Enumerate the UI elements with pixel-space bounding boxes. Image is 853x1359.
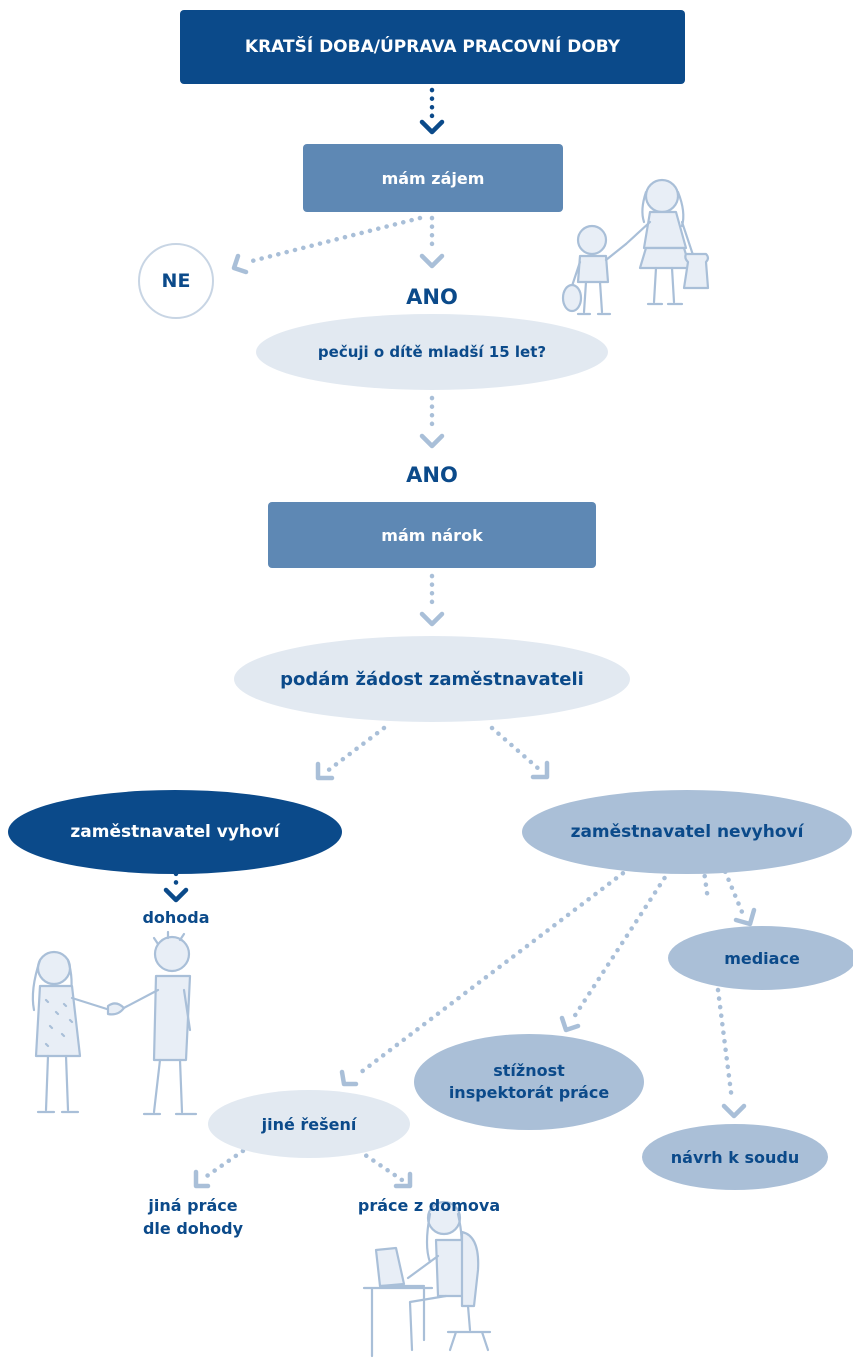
request-label: podám žádost zaměstnavateli: [280, 668, 584, 690]
arrowhead: [733, 907, 757, 927]
ne-circle: NE: [138, 243, 214, 319]
arrowhead: [163, 887, 189, 903]
interest-label: mám zájem: [381, 168, 485, 188]
ne-label: NE: [161, 270, 191, 292]
complaint-label-line1: stížnost: [493, 1061, 565, 1081]
child-question-label: pečuji o dítě mladší 15 let?: [317, 343, 547, 361]
other-work-label: jiná práce dle dohody: [118, 1194, 268, 1240]
entitlement-box: mám nárok: [268, 502, 596, 568]
arrow-request-to-refuses: [489, 725, 543, 773]
employer-complies-ellipse: zaměstnavatel vyhoví: [8, 790, 342, 874]
arrowhead: [419, 433, 445, 449]
title-label: KRATŠÍ DOBA/ÚPRAVA PRACOVNÍ DOBY: [244, 37, 621, 57]
entitlement-label: mám nárok: [381, 525, 483, 545]
mediation-label: mediace: [724, 948, 800, 968]
arrowhead: [193, 1169, 211, 1189]
arrow-interest-to-ne: [245, 215, 423, 265]
arrowhead: [530, 760, 550, 780]
arrowhead: [315, 761, 335, 781]
mediation-ellipse: mediace: [668, 926, 853, 990]
request-ellipse: podám žádost zaměstnavateli: [234, 636, 630, 722]
arrow-mediation-to-court: [715, 987, 735, 1103]
arrowhead: [339, 1069, 359, 1087]
court-proposal-ellipse: návrh k soudu: [642, 1124, 828, 1190]
other-work-line2: dle dohody: [142, 1219, 244, 1239]
arrow-other-to-work: [201, 1143, 253, 1181]
interest-box: mám zájem: [303, 144, 563, 212]
arrow-request-to-complies: [323, 725, 387, 775]
employer-complies-label: zaměstnavatel vyhoví: [70, 822, 280, 842]
woman-at-laptop-sketch: [362, 1200, 492, 1358]
arrowhead: [419, 611, 445, 627]
handshake-sketch: [31, 930, 198, 1116]
arrowhead: [419, 119, 445, 135]
other-solution-ellipse: jiné řešení: [208, 1090, 410, 1158]
mother-and-child-sketch: [561, 178, 710, 316]
arrowhead: [559, 1015, 581, 1033]
complaint-ellipse: stížnost inspektorát práce: [414, 1034, 644, 1130]
arrowhead: [231, 253, 249, 275]
agreement-label: dohoda: [142, 908, 210, 927]
home-work-label: práce z domova: [357, 1196, 501, 1215]
employer-refuses-label: zaměstnavatel nevyhoví: [570, 822, 804, 842]
court-proposal-label: návrh k soudu: [670, 1147, 800, 1167]
arrowhead: [721, 1103, 747, 1119]
ano-label-2: ANO: [406, 463, 458, 487]
employer-refuses-ellipse: zaměstnavatel nevyhoví: [522, 790, 852, 874]
other-work-line1: jiná práce: [148, 1196, 238, 1215]
ano-label-1: ANO: [406, 285, 458, 309]
arrowhead: [419, 253, 445, 269]
arrowhead: [393, 1171, 413, 1189]
complaint-label-line2: inspektorát práce: [448, 1083, 610, 1102]
child-question-ellipse: pečuji o dítě mladší 15 let?: [256, 314, 608, 390]
title-box: KRATŠÍ DOBA/ÚPRAVA PRACOVNÍ DOBY: [180, 10, 685, 84]
other-solution-label: jiné řešení: [261, 1114, 357, 1134]
